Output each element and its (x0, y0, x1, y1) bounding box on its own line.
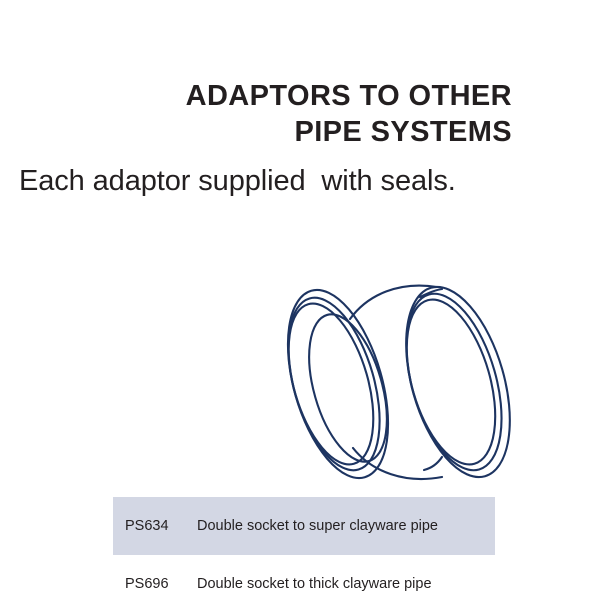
double-socket-coupler-icon (286, 284, 511, 481)
page-subtitle: Each adaptor supplied with seals. (19, 165, 456, 197)
product-table: PS634 Double socket to super clayware pi… (113, 497, 495, 613)
product-description: Double socket to super clayware pipe (197, 518, 438, 534)
table-row[interactable]: PS634 Double socket to super clayware pi… (113, 497, 495, 555)
page-title-line-2: PIPE SYSTEMS (294, 116, 512, 148)
product-description: Double socket to thick clayware pipe (197, 576, 432, 592)
page-heading: ADAPTORS TO OTHER PIPE SYSTEMS (0, 78, 512, 150)
product-illustration (272, 272, 512, 496)
product-code: PS634 (125, 518, 169, 534)
page-title-line-1: ADAPTORS TO OTHER (185, 80, 512, 112)
table-row[interactable]: PS696 Double socket to thick clayware pi… (113, 555, 495, 613)
catalog-page: ADAPTORS TO OTHER PIPE SYSTEMS Each adap… (0, 78, 512, 592)
product-code: PS696 (125, 576, 169, 592)
